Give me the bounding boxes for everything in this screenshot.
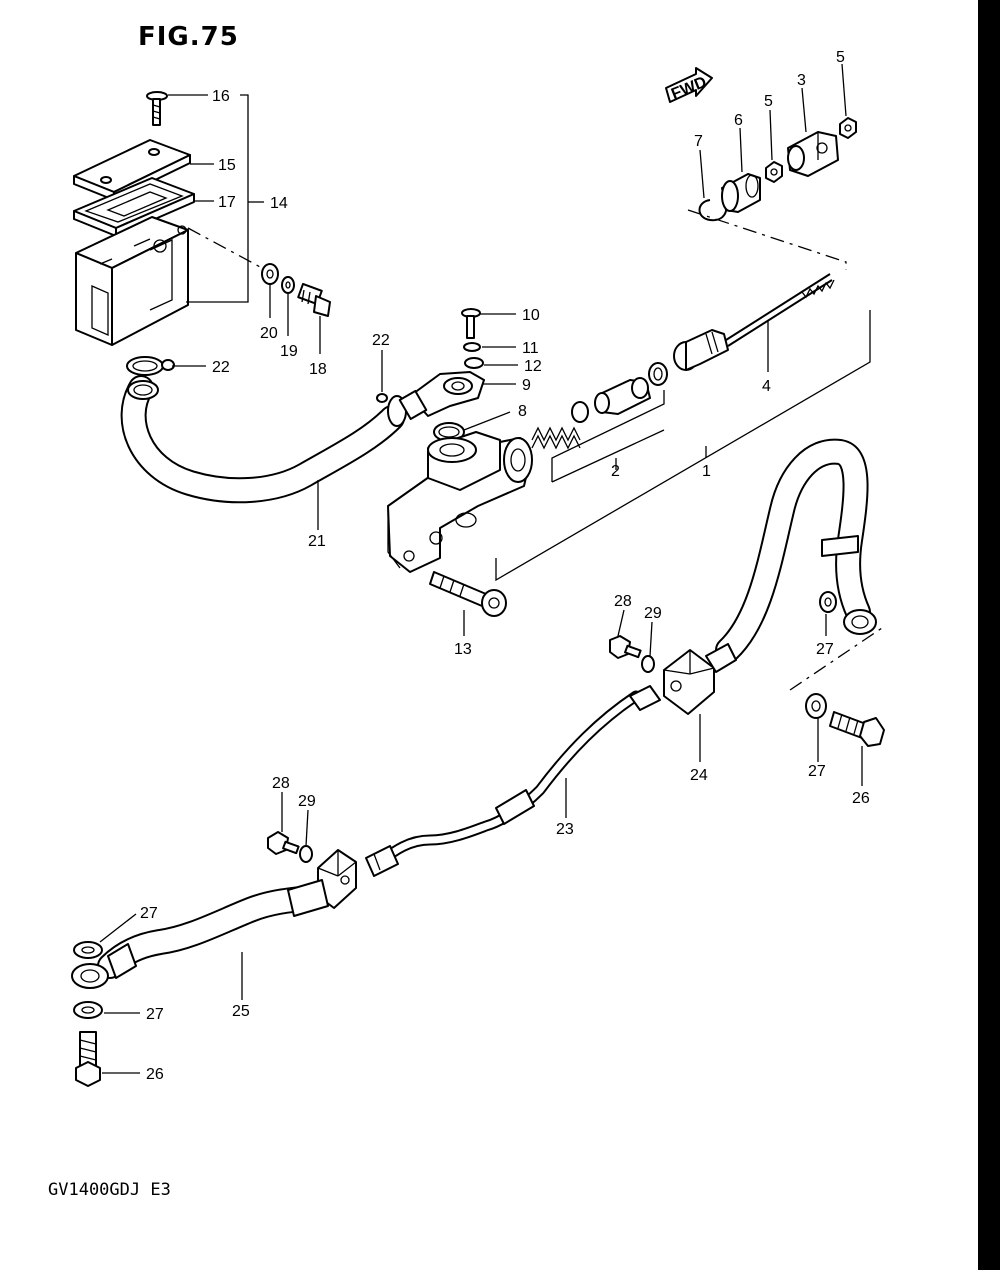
- callout-29-lower: 29: [298, 793, 316, 810]
- union-bolt-26b: [75, 1031, 101, 1087]
- forward-direction-arrow: FWD: [665, 67, 713, 103]
- piston-cup: [571, 401, 589, 423]
- model-code: GV1400GDJ E3: [48, 1180, 171, 1200]
- clutch-hose-upper: [715, 438, 877, 663]
- callout-27-right: 27: [808, 763, 826, 780]
- figure-title: FIG.75: [138, 22, 239, 52]
- callout-12: 12: [524, 358, 542, 375]
- reservoir-union-bolt: [297, 283, 331, 317]
- callout-23: 23: [556, 821, 574, 838]
- callout-17: 17: [218, 194, 236, 211]
- callout-27-bottom: 27: [146, 1006, 164, 1023]
- callout-24: 24: [690, 767, 708, 784]
- joint-bolt-28a: [609, 635, 642, 659]
- o-ring-11: [463, 342, 481, 352]
- hose-joint-block: [663, 643, 737, 715]
- hose-connector: [398, 371, 485, 421]
- callout-22-lower: 22: [212, 359, 230, 376]
- callout-28-upper: 28: [614, 593, 632, 610]
- callout-15: 15: [218, 157, 236, 174]
- callout-13: 13: [454, 641, 472, 658]
- joint-washer-29a: [641, 655, 655, 673]
- callout-29-upper: 29: [644, 605, 662, 622]
- callout-10: 10: [522, 307, 540, 324]
- callout-27-top: 27: [140, 905, 158, 922]
- callout-21: 21: [308, 533, 326, 550]
- assembly-2-bracket: [551, 390, 665, 482]
- callout-2: 2: [611, 463, 620, 480]
- joint-bolt-28b: [267, 831, 300, 855]
- reservoir-assembly: [73, 91, 331, 346]
- callout-20: 20: [260, 325, 278, 342]
- push-rod: [673, 273, 835, 371]
- callout-28-lower: 28: [272, 775, 290, 792]
- callout-9: 9: [522, 377, 531, 394]
- assembly-1-bracket: [495, 310, 871, 582]
- callout-18: 18: [309, 361, 327, 378]
- pipe-flare-nut-lower: [365, 845, 399, 877]
- connector-screw: [461, 308, 481, 339]
- callout-1: 1: [702, 463, 711, 480]
- leader-lines: [99, 63, 863, 1074]
- callout-8: 8: [518, 403, 527, 420]
- sealing-washer-27c: [73, 941, 103, 959]
- joint-washer-29b: [299, 845, 313, 863]
- callout-labels: 16 15 17 14 20 19 18 22 22 21 10 11 12 9…: [140, 49, 870, 1083]
- callout-14: 14: [270, 195, 288, 212]
- callout-5-left: 5: [764, 93, 773, 110]
- callout-11: 11: [522, 340, 539, 357]
- master-cylinder-bolt: [429, 571, 507, 617]
- union-bolt-washer-20: [261, 263, 279, 285]
- hose-clamp-lower: [126, 356, 175, 376]
- callout-22-upper: 22: [372, 332, 390, 349]
- lock-nut-5b: [839, 117, 857, 139]
- callout-19: 19: [280, 343, 298, 360]
- sealing-washer-27a: [819, 591, 837, 613]
- callout-26-right: 26: [852, 790, 870, 807]
- reservoir-hose: [120, 375, 405, 504]
- callout-16: 16: [212, 88, 230, 105]
- washer-12: [464, 357, 484, 369]
- push-rod-boot: [721, 173, 761, 213]
- reservoir-cap-screw: [146, 91, 168, 126]
- callout-5-right: 5: [836, 49, 845, 66]
- lower-joint-block: [317, 849, 357, 909]
- callout-6: 6: [734, 112, 743, 129]
- sealing-washer-27b: [805, 693, 827, 719]
- piston: [594, 377, 651, 415]
- callout-7: 7: [694, 133, 703, 150]
- master-cylinder-body: [387, 431, 533, 573]
- union-bolt-washer-19: [281, 276, 295, 294]
- union-bolt-26a: [829, 711, 885, 747]
- clutch-pipe: [374, 685, 661, 868]
- piston-stopper: [648, 362, 668, 386]
- rod-joint: [787, 131, 839, 177]
- callout-3: 3: [797, 72, 806, 89]
- lock-nut-5a: [765, 161, 783, 183]
- callout-25: 25: [232, 1003, 250, 1020]
- page-edge-border: [978, 0, 1000, 1270]
- callout-26-bottom: 26: [146, 1066, 164, 1083]
- piston-spring: [531, 426, 581, 450]
- sealing-washer-27d: [73, 1001, 103, 1019]
- callout-4: 4: [762, 378, 771, 395]
- banjo-fitting-lower: [71, 963, 109, 989]
- reservoir-body: [75, 216, 189, 346]
- clutch-hose-lower: [97, 879, 329, 979]
- callout-27-upper: 27: [816, 641, 834, 658]
